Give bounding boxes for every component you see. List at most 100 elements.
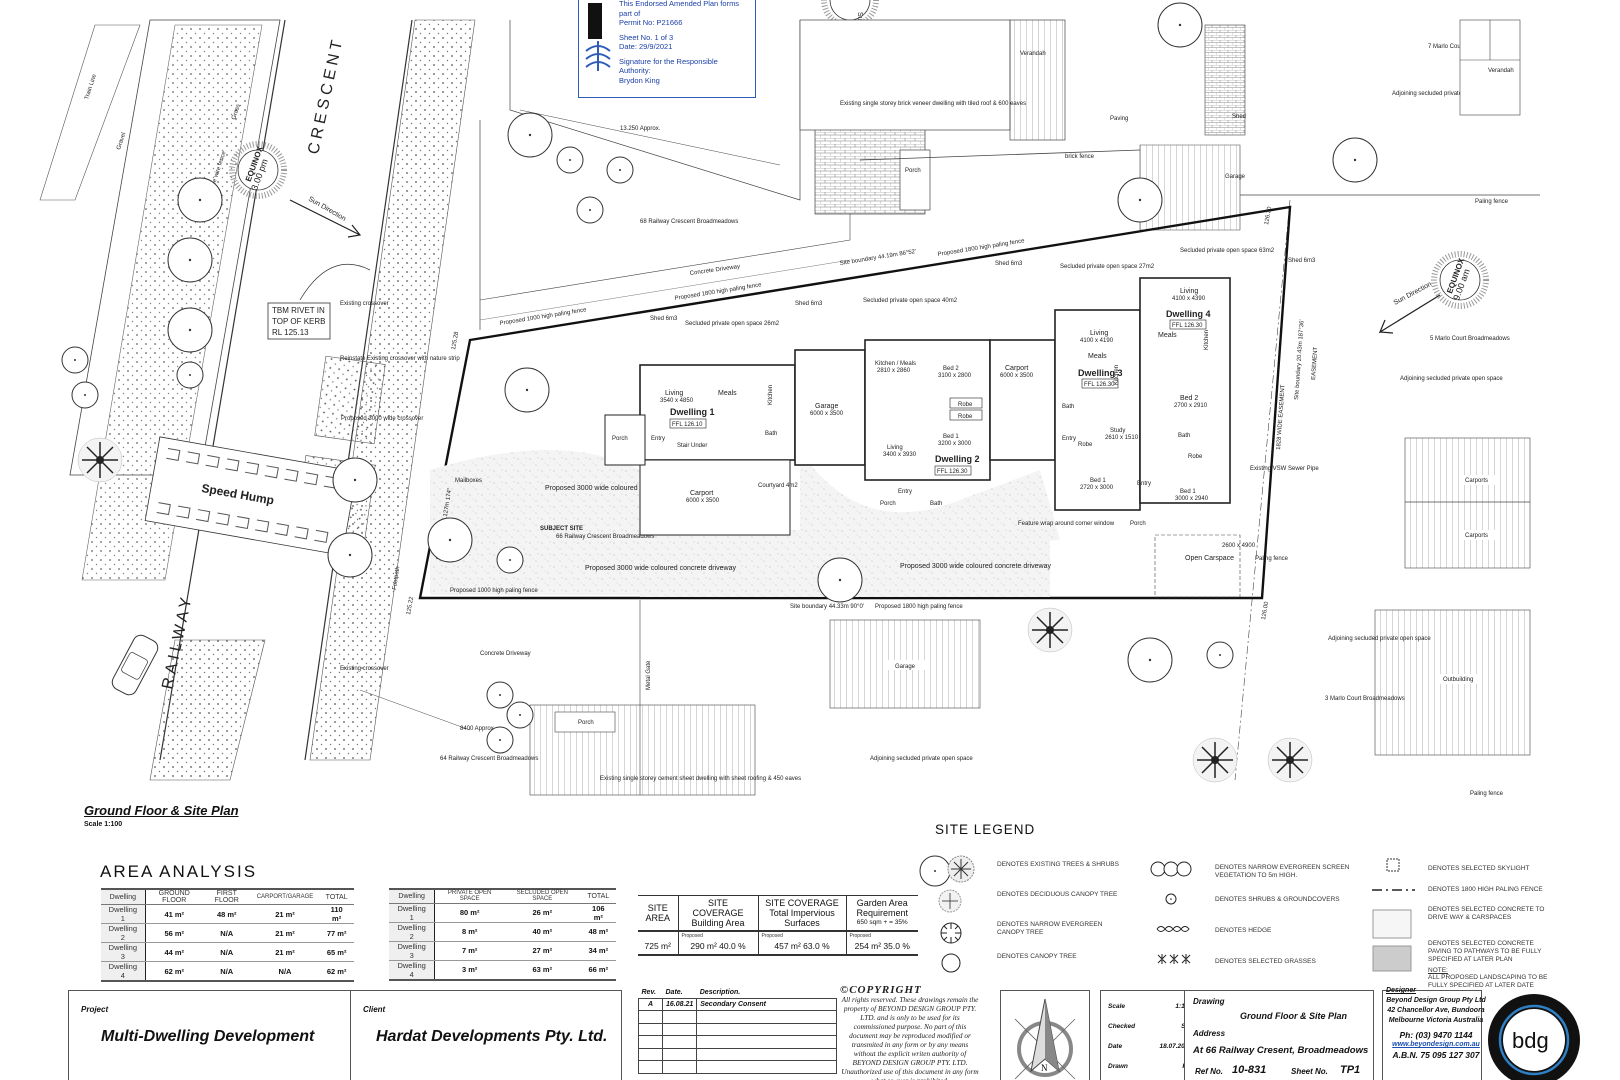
- svg-text:Carport: Carport: [1005, 365, 1028, 372]
- permit-line-2: part of: [619, 8, 641, 18]
- svg-text:Verandah: Verandah: [1020, 51, 1046, 57]
- svg-text:Adjoining secluded private ope: Adjoining secluded private open space: [1392, 91, 1495, 97]
- svg-text:brick fence: brick fence: [1065, 154, 1095, 160]
- svg-text:TBM RIVET IN: TBM RIVET IN: [272, 306, 325, 315]
- meta-drawn: DrawnP.S: [1108, 1063, 1192, 1070]
- permit-number: Permit No: P21666: [619, 18, 683, 27]
- svg-text:FFL 126.10: FFL 126.10: [672, 422, 703, 428]
- svg-text:TOP OF KERB: TOP OF KERB: [272, 317, 326, 326]
- legend-paving-icons: [1372, 858, 1415, 972]
- area-analysis-title: AREA ANALYSIS: [100, 862, 258, 881]
- svg-text:Proposed 1000 high paling fenc: Proposed 1000 high paling fence: [450, 588, 538, 594]
- svg-text:64 Railway Crescent Broadmeado: 64 Railway Crescent Broadmeadows: [440, 756, 538, 762]
- site-area-value: 725 m²: [638, 930, 679, 956]
- svg-text:Bath: Bath: [765, 431, 777, 437]
- svg-text:FFL 126.30: FFL 126.30: [1172, 323, 1203, 329]
- svg-text:Dwelling 4: Dwelling 4: [1166, 309, 1211, 319]
- svg-text:Proposed 1800 high paling fenc: Proposed 1800 high paling fence: [937, 238, 1025, 258]
- project-label: Project: [81, 1005, 109, 1014]
- svg-text:Shed 6m3: Shed 6m3: [995, 261, 1023, 267]
- client-box: Client Hardat Developments Pty. Ltd.: [350, 990, 622, 1080]
- svg-text:Outbuilding: Outbuilding: [1443, 677, 1473, 683]
- svg-text:Meals: Meals: [1088, 353, 1107, 360]
- svg-text:Verandah: Verandah: [1488, 68, 1514, 74]
- svg-text:3400 x 3930: 3400 x 3930: [883, 452, 917, 458]
- speed-hump: Speed Hump: [144, 436, 358, 556]
- meta-checked: CheckedS.A: [1108, 1023, 1192, 1030]
- table-row: [638, 1010, 838, 1024]
- dwelling-4: Living 4100 x 4390 Dwelling 4 FFL 126.30…: [1130, 248, 1316, 527]
- project-box: Project Multi-Dwelling Development: [68, 990, 368, 1080]
- svg-text:Paving: Paving: [1110, 116, 1128, 122]
- svg-text:Stair Under: Stair Under: [677, 443, 707, 449]
- permit-signatory: Brydon King: [619, 75, 660, 85]
- svg-text:Concrete Driveway: Concrete Driveway: [689, 264, 740, 277]
- svg-text:Site boundary 20.43m 187°36': Site boundary 20.43m 187°36': [1294, 319, 1306, 400]
- svg-text:Garage: Garage: [815, 403, 838, 410]
- svg-text:Open Carspace: Open Carspace: [1185, 555, 1234, 562]
- plan-scale: Scale 1:100: [84, 821, 123, 828]
- svg-text:Meals: Meals: [1158, 332, 1177, 339]
- svg-text:Site boundary 44.19m 86°52': Site boundary 44.19m 86°52': [839, 249, 916, 267]
- svg-text:8400 Approx.: 8400 Approx.: [460, 726, 496, 732]
- svg-text:SUBJECT SITE: SUBJECT SITE: [540, 526, 583, 532]
- svg-text:3100 x 2800: 3100 x 2800: [938, 373, 972, 379]
- svg-text:Adjoining secluded private ope: Adjoining secluded private open space: [1328, 636, 1431, 642]
- dwelling-1: Living 3540 x 4850 Meals Dwelling 1 FFL …: [604, 316, 798, 536]
- svg-text:Proposed 3000 wide coloured co: Proposed 3000 wide coloured concrete dri…: [900, 563, 1051, 570]
- permit-signature-label: Signature for the Responsible: [619, 56, 718, 66]
- svg-text:2600 x 4900: 2600 x 4900: [1222, 543, 1256, 549]
- designer-logo: bdg: [1486, 992, 1582, 1080]
- permit-stamp: This Endorsed Amended Plan forms part of…: [578, 0, 756, 98]
- legend-note-label: NOTE:: [1428, 967, 1448, 974]
- svg-text:Shed 6m3: Shed 6m3: [650, 316, 678, 322]
- client-name: Hardat Developments Pty. Ltd.: [376, 1028, 608, 1045]
- svg-text:126.20: 126.20: [1264, 206, 1273, 226]
- permit-date: Date: 29/9/2021: [619, 42, 673, 51]
- svg-text:66 Railway Crescent Broadmeado: 66 Railway Crescent Broadmeadows: [556, 534, 654, 540]
- svg-text:Bath: Bath: [930, 501, 942, 507]
- svg-text:Proposed 1800 high paling fenc: Proposed 1800 high paling fence: [875, 604, 963, 610]
- svg-text:Living: Living: [1090, 330, 1108, 337]
- svg-text:Kitchen / Meals: Kitchen / Meals: [875, 361, 916, 367]
- svg-text:Study: Study: [1110, 428, 1125, 434]
- legend-tree-icons: [919, 855, 975, 973]
- svg-text:N: N: [1041, 1063, 1048, 1073]
- svg-text:Kitchen: Kitchen: [1204, 330, 1210, 350]
- plan-title: Ground Floor & Site Plan: [84, 803, 239, 818]
- svg-text:RL 125.13: RL 125.13: [272, 328, 309, 337]
- legend-item-narrow-evergreen: DENOTES NARROW EVERGREEN CANOPY TREE: [997, 921, 1103, 936]
- svg-text:Garage: Garage: [895, 664, 916, 670]
- svg-text:3200 x 3000: 3200 x 3000: [938, 441, 972, 447]
- svg-text:Robe: Robe: [1078, 442, 1093, 448]
- svg-text:Grass: Grass: [231, 104, 242, 121]
- table-row: [638, 1060, 838, 1074]
- open-space-table: Dwelling PRIVATE OPEN SPACE SECLUDED OPE…: [389, 888, 616, 981]
- legend-item-shrubs: DENOTES SHRUBS & GROUNDCOVERS: [1215, 896, 1340, 903]
- svg-text:Shed 6m3: Shed 6m3: [795, 301, 823, 307]
- table-row: [638, 1047, 838, 1061]
- svg-text:Concrete Driveway: Concrete Driveway: [480, 651, 531, 657]
- svg-text:Proposed 3000 wide coloured co: Proposed 3000 wide coloured concrete dri…: [585, 565, 736, 572]
- svg-text:2810 x 2860: 2810 x 2860: [877, 368, 911, 374]
- designer-website-link[interactable]: www.beyondesign.com.au: [1392, 1041, 1480, 1048]
- svg-text:Porch: Porch: [1130, 521, 1146, 527]
- svg-text:6000 x 3500: 6000 x 3500: [810, 411, 844, 417]
- svg-text:Entry: Entry: [1137, 481, 1151, 487]
- svg-text:3000 x 2940: 3000 x 2940: [1175, 496, 1209, 502]
- svg-text:125.22: 125.22: [406, 596, 415, 616]
- svg-text:Entry: Entry: [898, 489, 912, 495]
- legend-item-deciduous: DENOTES DECIDUOUS CANOPY TREE: [997, 891, 1118, 898]
- legend-item-screen-vegetation: DENOTES NARROW EVERGREEN SCREEN VEGETATI…: [1215, 864, 1350, 879]
- meta-box: [1100, 990, 1192, 1080]
- area-analysis-table: Dwelling GROUND FLOOR FIRST FLOOR CARPOR…: [101, 888, 354, 982]
- address-value: At 66 Railway Cresent, Broadmeadows: [1193, 1045, 1369, 1056]
- project-name: Multi-Dwelling Development: [101, 1028, 315, 1045]
- svg-text:Train Line: Train Line: [84, 73, 98, 101]
- svg-text:Secluded private open space 40: Secluded private open space 40m2: [863, 298, 958, 304]
- permit-authority-label: Authority:: [619, 66, 651, 75]
